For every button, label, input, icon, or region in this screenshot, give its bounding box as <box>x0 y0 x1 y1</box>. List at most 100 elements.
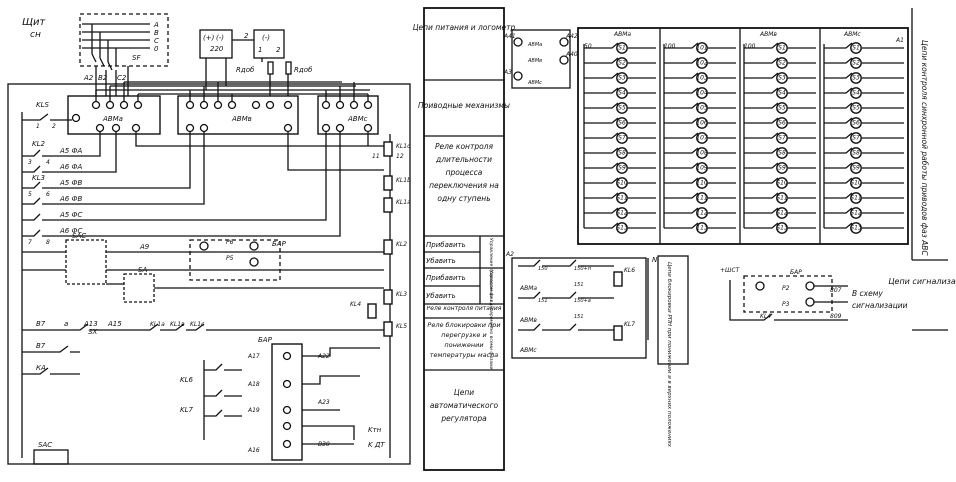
sync-contact-line <box>744 192 816 199</box>
sync-contact-label: S11 <box>776 195 787 202</box>
kl2-label: KL2 <box>32 140 45 148</box>
sync-contact-line <box>744 117 816 124</box>
kl1v-label: KL1в <box>170 321 185 328</box>
sync-contact-line <box>744 222 816 229</box>
to-scheme-wrap: В схему сигнализации <box>852 289 908 310</box>
legend-item-9: Реле блокировки при перегрузке и понижен… <box>427 321 501 359</box>
legend-item-7: Убавить <box>426 292 456 300</box>
sync-contact-terminal <box>850 102 862 114</box>
sync-contact-label: 111 <box>696 195 707 202</box>
sync-contact-label: S4 <box>778 90 786 97</box>
kl6-label: KL6 <box>180 376 193 384</box>
sync-contact-terminal <box>776 87 788 99</box>
supply-220: 220 <box>210 45 224 53</box>
supply-minus: (-) <box>216 34 224 42</box>
svg-text:6: 6 <box>46 191 50 198</box>
sync-contact-line <box>744 57 816 64</box>
sync-contact-terminal <box>850 222 862 234</box>
sync-contact-label: 112 <box>696 210 708 217</box>
legend-item-3-wrap: Реле контроля длительности процесса пере… <box>429 142 499 203</box>
sig-p3: Р3 <box>782 301 790 308</box>
legend-item-8: Реле контроля питания <box>426 306 502 312</box>
blk-n: N <box>652 256 658 264</box>
sync-contact-line <box>824 117 904 124</box>
sync-contact-line <box>584 42 656 49</box>
legend-item-10-wrap: Цепи автоматического регулятора <box>430 388 498 423</box>
sync-contact-label: S5 <box>852 105 860 112</box>
bar2-wiring <box>302 347 380 445</box>
a-label: a <box>64 320 68 328</box>
sync-contact-line <box>824 177 904 184</box>
sync-contact-line <box>664 192 736 199</box>
sf-switch-blades <box>91 53 113 71</box>
svg-text:7: 7 <box>28 239 32 246</box>
svg-text:150: 150 <box>538 266 548 272</box>
sync-contact-line <box>744 177 816 184</box>
sync-contact-label: S9 <box>852 165 860 172</box>
sync-contact-terminal <box>850 192 862 204</box>
svg-text:150+а: 150+а <box>574 298 591 304</box>
sync-contact-terminal <box>776 192 788 204</box>
sync-contact-terminal <box>850 132 862 144</box>
blk-kl6: KL6 <box>624 267 635 274</box>
sync-contact-line <box>664 102 736 109</box>
sync-contact-terminal <box>696 117 708 129</box>
phase-0-label: 0 <box>154 45 159 53</box>
sync-contact-line <box>584 177 656 184</box>
kl3-label: KL3 <box>32 174 45 182</box>
bar-term-2 <box>249 241 259 251</box>
sac-wires <box>22 251 384 289</box>
sync-contact-terminal <box>616 147 628 159</box>
legend-item-5: Убавить <box>426 257 456 265</box>
bar-term-3 <box>249 257 259 267</box>
bar2-label: БАР <box>258 336 273 344</box>
sync-contact-line <box>664 132 736 139</box>
sync-contact-terminal <box>776 117 788 129</box>
sync-contact-terminal <box>850 147 862 159</box>
supply-minus-box <box>253 29 285 59</box>
left-schematic: Щит сн A B C 0 SF A2 B2 C2 (+) (-) 220 (… <box>7 13 411 465</box>
sync-contact-line <box>584 117 656 124</box>
avmv-label: АВМв <box>231 115 252 123</box>
sync-contact-terminal <box>696 192 708 204</box>
blk-avmv: АВМв <box>519 317 537 324</box>
sync-contact-label: S9 <box>618 165 626 172</box>
sync-contact-label: S11 <box>850 195 861 202</box>
bar-box <box>189 239 281 281</box>
sig-bar: БАР <box>790 269 802 276</box>
node-a1: A1 <box>895 37 904 44</box>
sync-contact-label: 113 <box>696 225 708 232</box>
sync-contact-label: S10 <box>776 180 788 187</box>
kls-num-2: 2 <box>52 123 56 130</box>
bar-label: БАР <box>272 240 287 248</box>
sync-contact-line <box>584 162 656 169</box>
sync-contact-label: 108 <box>696 150 708 157</box>
sync-contact-terminal <box>776 207 788 219</box>
pwr-term-b1: 1 <box>258 46 262 54</box>
sync-contact-label: S2 <box>852 60 860 67</box>
sync-avmc: АВМс <box>843 31 861 38</box>
sync-contact-label: S2 <box>778 60 786 67</box>
sync-contact-line <box>584 222 656 229</box>
sync-contact-line <box>744 162 816 169</box>
schit-label: Щит <box>22 17 46 28</box>
a5fv-label: A5 ФВ <box>59 179 82 187</box>
blk-contacts <box>518 259 614 331</box>
sync-contact-line <box>664 117 736 124</box>
sync-contact-label: S10 <box>850 180 862 187</box>
legend-frame <box>423 7 505 471</box>
a13-label: A13 <box>83 320 98 328</box>
a2-label: A2 <box>83 74 94 82</box>
bar2-terminals <box>282 351 292 449</box>
sync-avmv: АВМв <box>759 31 777 38</box>
avma-label: АВМа <box>102 115 123 123</box>
sync-contact-terminal <box>850 207 862 219</box>
a16-label: A16 <box>247 447 260 454</box>
sync-contact-label: S13 <box>616 225 628 232</box>
a15-label: A15 <box>107 320 122 328</box>
sync-contact-label: S1 <box>618 45 626 52</box>
svg-text:150+п: 150+п <box>574 266 592 272</box>
sync-contact-terminal <box>696 222 708 234</box>
avm-in-c: АВМс <box>527 80 542 86</box>
schit-box <box>79 13 169 67</box>
